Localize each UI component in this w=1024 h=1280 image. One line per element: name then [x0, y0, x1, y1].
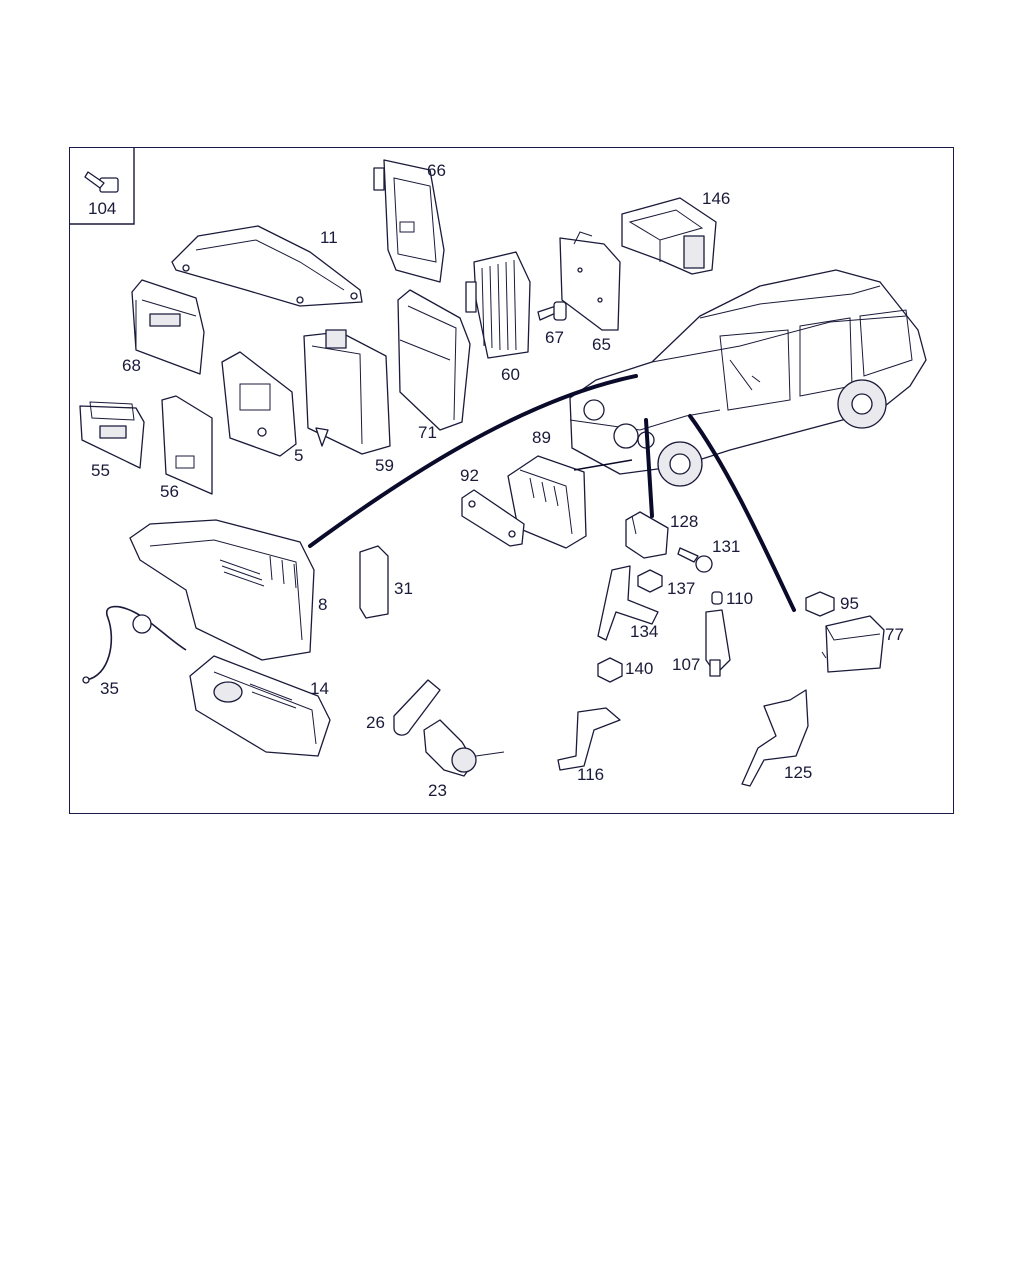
label-77: 77 — [885, 625, 904, 644]
part-110-drawing — [711, 591, 723, 605]
bolt-104-drawing — [84, 171, 119, 193]
label-107: 107 — [672, 655, 700, 674]
inset-label: 104 — [88, 199, 116, 218]
label-131: 131 — [712, 537, 740, 556]
part-5-drawing — [221, 351, 297, 457]
label-26: 26 — [366, 713, 385, 732]
part-95-drawing — [805, 591, 835, 617]
part-67-drawing — [537, 301, 567, 321]
part-71-drawing — [397, 289, 471, 431]
part-134-drawing — [597, 565, 659, 641]
label-5: 5 — [294, 446, 303, 465]
diagram-frame — [69, 147, 954, 814]
part-labels: 66 146 11 68 67 65 60 55 56 5 59 71 89 9… — [91, 161, 904, 800]
label-146: 146 — [702, 189, 730, 208]
label-134: 134 — [630, 622, 658, 641]
label-125: 125 — [784, 763, 812, 782]
label-23: 23 — [428, 781, 447, 800]
label-128: 128 — [670, 512, 698, 531]
label-71: 71 — [418, 423, 437, 442]
leader-lines — [308, 374, 796, 612]
part-66-drawing — [373, 159, 445, 283]
label-137: 137 — [667, 579, 695, 598]
part-59-drawing — [303, 329, 391, 455]
label-116: 116 — [577, 765, 604, 784]
part-140-drawing — [597, 657, 623, 683]
part-125-drawing — [741, 689, 809, 787]
part-31-drawing — [359, 545, 389, 619]
label-31: 31 — [394, 579, 413, 598]
part-56-drawing — [161, 395, 213, 495]
inset-box: 104 — [69, 147, 135, 225]
label-55: 55 — [91, 461, 110, 480]
label-110: 110 — [726, 589, 753, 608]
part-8-drawing — [129, 519, 315, 661]
part-68-drawing — [131, 279, 205, 375]
part-65-drawing — [559, 231, 621, 331]
part-116-drawing — [557, 707, 621, 771]
label-67: 67 — [545, 328, 564, 347]
part-11-drawing — [171, 225, 363, 307]
label-60: 60 — [501, 365, 520, 384]
part-14-drawing — [189, 655, 331, 757]
label-8: 8 — [318, 595, 327, 614]
label-140: 140 — [625, 659, 653, 678]
part-107-drawing — [705, 609, 731, 677]
part-35-drawing — [82, 605, 187, 684]
label-65: 65 — [592, 335, 611, 354]
label-92: 92 — [460, 466, 479, 485]
part-26-drawing — [393, 679, 441, 736]
label-59: 59 — [375, 456, 394, 475]
part-131-drawing — [677, 547, 713, 573]
label-35: 35 — [100, 679, 119, 698]
part-92-drawing — [461, 489, 525, 547]
part-55-drawing — [79, 401, 145, 469]
part-137-drawing — [637, 569, 663, 593]
part-23-drawing — [423, 719, 505, 777]
label-68: 68 — [122, 356, 141, 375]
part-77-drawing — [821, 615, 885, 673]
label-14: 14 — [310, 679, 329, 698]
label-11: 11 — [320, 228, 338, 247]
part-128-drawing — [625, 511, 669, 559]
label-56: 56 — [160, 482, 179, 501]
label-89: 89 — [532, 428, 551, 447]
label-66: 66 — [427, 161, 446, 180]
label-95: 95 — [840, 594, 859, 613]
part-146-drawing — [621, 197, 717, 275]
part-60-drawing — [465, 251, 531, 359]
